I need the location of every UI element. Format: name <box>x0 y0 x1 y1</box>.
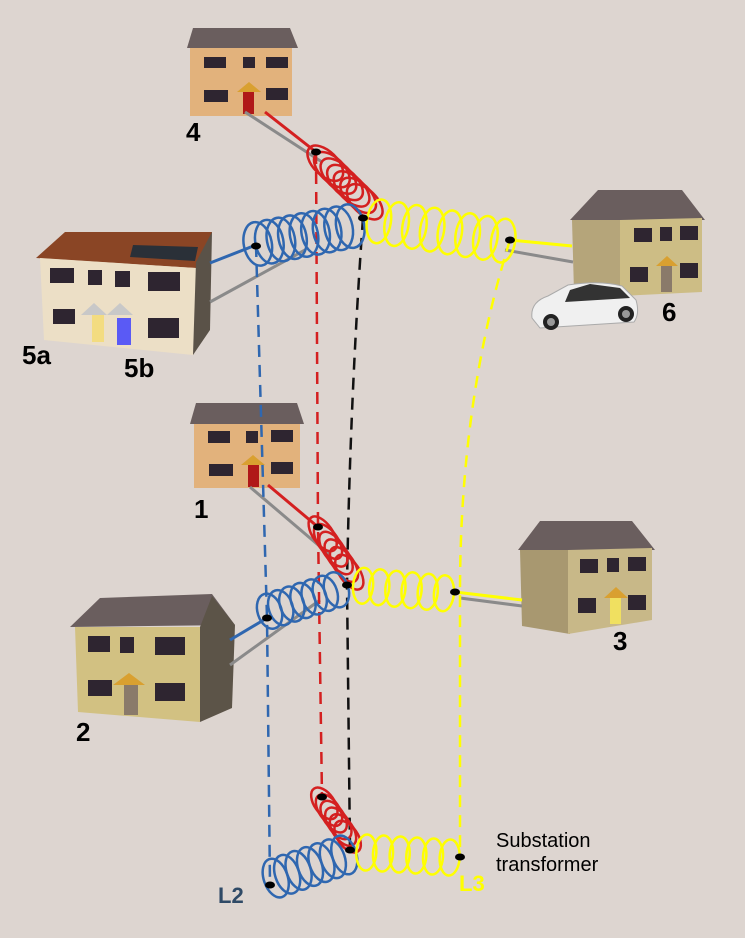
coil-loop <box>334 553 365 591</box>
connection-node <box>345 846 355 854</box>
label-house-5a: 5a <box>22 340 51 370</box>
coil-loop <box>367 568 391 607</box>
house-4 <box>187 28 298 116</box>
coil-loop <box>388 835 411 874</box>
coil-loop <box>323 205 355 252</box>
yellow-coil-house-6 <box>365 198 517 264</box>
coil-loop <box>400 571 423 610</box>
house-3 <box>518 521 655 634</box>
connection-node <box>311 148 321 156</box>
coil-loop <box>416 572 440 611</box>
coil-loop <box>471 214 499 261</box>
house-1 <box>190 403 304 488</box>
coil-loop <box>345 182 384 221</box>
label-house-6: 6 <box>662 297 676 327</box>
phase-dashed-lines <box>254 151 512 886</box>
connection-node <box>313 523 323 531</box>
blue-coil-house-5 <box>242 203 366 267</box>
label-house-5b: 5b <box>124 353 154 383</box>
coil-loop <box>288 211 320 259</box>
coil-loop <box>333 819 363 854</box>
yellow-coil-house-3 <box>351 566 456 613</box>
label-house-3: 3 <box>613 626 627 656</box>
connection-node <box>251 242 261 250</box>
blue-coil-house-2 <box>255 571 351 630</box>
yellow-phase-line <box>458 239 512 857</box>
red-phase-line <box>314 151 324 798</box>
coil-loop <box>276 214 309 261</box>
coil-loop <box>383 201 411 248</box>
coils <box>242 144 517 899</box>
coil-loop <box>454 212 482 259</box>
label-house-4: 4 <box>186 117 201 147</box>
neutral-line <box>345 217 365 851</box>
coil-loop <box>489 217 517 264</box>
connection-node <box>505 236 515 244</box>
connection-node <box>342 581 352 589</box>
coil-loop <box>265 216 297 263</box>
substation-label-line2: transformer <box>496 854 599 876</box>
coil-loop <box>355 833 378 872</box>
service-lines <box>209 110 574 667</box>
coil-loop <box>421 837 445 876</box>
label-l2: L2 <box>218 883 244 908</box>
label-house-1: 1 <box>194 494 208 524</box>
coil-loop <box>371 834 395 873</box>
label-l3: L3 <box>459 871 485 896</box>
coil-loop <box>311 574 340 613</box>
red-coil-house-4 <box>306 144 384 221</box>
connection-node <box>450 588 460 596</box>
connection-node <box>455 853 465 861</box>
house-5 <box>36 232 212 355</box>
coil-loop <box>299 209 332 256</box>
coil-loop <box>384 569 407 608</box>
connection-node <box>262 614 272 622</box>
nodes <box>251 148 515 889</box>
coil-loop <box>351 566 375 605</box>
blue-phase-line <box>254 244 272 886</box>
connection-node <box>265 881 275 889</box>
coil-loop <box>334 203 366 250</box>
red-coil-substation <box>309 786 363 854</box>
label-house-2: 2 <box>76 717 90 747</box>
coil-loop <box>418 206 446 253</box>
house-2 <box>70 594 235 722</box>
substation-label-line1: Substation <box>496 830 591 852</box>
blue-coil-substation <box>261 834 359 899</box>
coil-loop <box>405 836 428 875</box>
coil-loop <box>400 203 428 250</box>
connection-node <box>317 793 327 801</box>
coil-loop <box>436 209 464 256</box>
coil-loop <box>318 838 348 880</box>
connection-node <box>358 214 368 222</box>
coil-loop <box>242 220 274 267</box>
coil-loop <box>311 207 343 254</box>
electric-car <box>531 282 639 330</box>
yellow-coil-substation <box>355 833 461 877</box>
house-6 <box>570 190 705 298</box>
